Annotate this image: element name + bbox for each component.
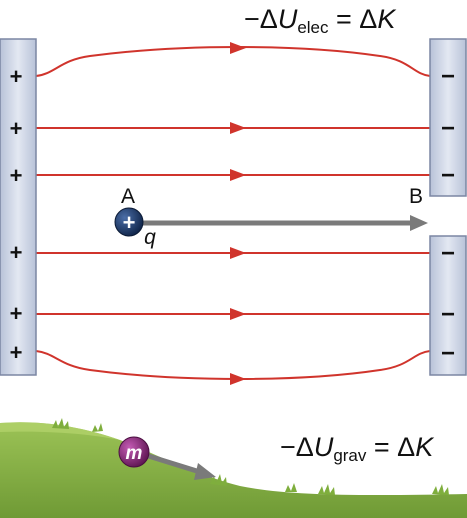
minus-sign: − <box>441 115 455 142</box>
equation-prefix: −Δ <box>280 432 314 462</box>
field-arrowhead-6 <box>230 373 246 385</box>
field-lines <box>35 46 431 380</box>
minus-sign: − <box>441 63 455 90</box>
negative-plate-upper <box>429 38 467 197</box>
positive-plate <box>0 38 37 376</box>
positive-plate-signs: + + + + + + <box>10 64 23 365</box>
plus-sign: + <box>10 340 23 365</box>
field-line-arrowheads <box>230 42 246 385</box>
plus-sign: + <box>10 240 23 265</box>
plus-sign: + <box>10 64 23 89</box>
plus-sign: + <box>10 116 23 141</box>
equation-rhs-variable: K <box>377 4 396 34</box>
gravitational-energy-equation: −ΔUgrav = ΔK <box>280 432 433 466</box>
equation-rhs-variable: K <box>415 432 434 462</box>
equation-variable: U <box>277 4 298 34</box>
equation-subscript: grav <box>333 446 367 465</box>
plus-sign: + <box>10 301 23 326</box>
negative-plate-signs: − − − − − − <box>441 63 455 367</box>
equation-rhs: = Δ <box>336 4 378 34</box>
minus-sign: − <box>441 240 455 267</box>
slope-highlight <box>0 422 120 440</box>
grassy-slope <box>0 422 467 518</box>
plus-sign: + <box>10 163 23 188</box>
equation-subscript: elec <box>297 18 329 37</box>
negative-plate-lower <box>429 235 467 376</box>
displacement-arrowhead-gravity <box>194 463 216 480</box>
equation-rhs: = Δ <box>373 432 416 462</box>
displacement-arrow-gravity <box>141 451 201 475</box>
mass-ball <box>118 436 150 468</box>
minus-sign: − <box>441 340 455 367</box>
minus-sign: − <box>441 301 455 328</box>
field-arrowhead-3 <box>230 169 246 181</box>
minus-sign: − <box>441 162 455 189</box>
equation-prefix: −Δ <box>244 4 278 34</box>
equation-variable: U <box>313 432 334 462</box>
point-b-label: B <box>409 185 423 208</box>
positive-charge <box>114 207 144 237</box>
displacement-arrowhead-electric <box>410 215 428 231</box>
field-arrowhead-4 <box>230 247 246 259</box>
field-arrowhead-2 <box>230 122 246 134</box>
field-arrowhead-1 <box>230 42 246 54</box>
electric-energy-equation: −ΔUelec = ΔK <box>244 4 395 38</box>
point-a-label: A <box>121 185 135 208</box>
charge-plus-sign: + <box>123 210 136 235</box>
field-arrowhead-5 <box>230 308 246 320</box>
mass-label: m <box>126 443 143 464</box>
charge-label: q <box>144 226 156 249</box>
